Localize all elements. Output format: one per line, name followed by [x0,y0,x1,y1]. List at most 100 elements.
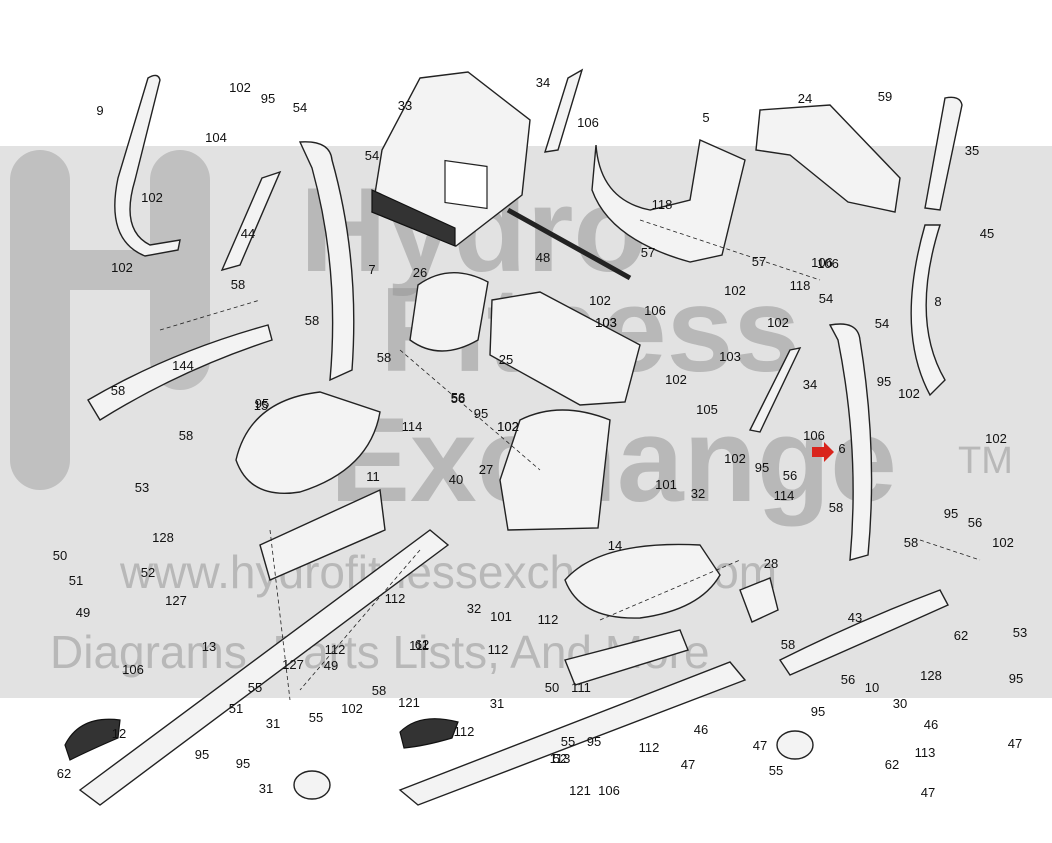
callout-label-101: 101 [490,609,512,624]
callout-label-56: 56 [968,515,982,530]
assembly-guide-lines [159,219,981,701]
callout-label-54: 54 [293,100,307,115]
callout-label-95: 95 [944,506,958,521]
callout-label-27: 27 [479,462,493,477]
callout-label-8: 8 [934,294,941,309]
cover-28-part [739,577,779,623]
callout-label-95: 95 [1009,671,1023,686]
callout-label-104: 104 [205,130,227,145]
callout-label-47: 47 [753,738,767,753]
callout-label-11: 11 [366,469,380,484]
callout-label-33: 33 [398,98,412,113]
callout-label-128: 128 [152,530,174,545]
callout-label-53: 53 [1013,625,1027,640]
callout-label-102: 102 [985,431,1007,446]
callout-label-112: 112 [639,740,660,755]
callout-label-127: 127 [165,593,187,608]
callout-label-95: 95 [255,396,269,411]
callout-label-118: 118 [652,197,673,212]
callout-label-103: 103 [719,349,741,364]
callout-label-28: 28 [764,556,778,571]
callout-label-114: 114 [402,419,423,434]
callout-label-57: 57 [641,245,655,260]
callout-label-102: 102 [229,80,251,95]
callout-label-112: 112 [488,642,509,657]
callout-label-43: 43 [848,610,862,625]
callout-label-55: 55 [309,710,323,725]
callout-label-95: 95 [587,734,601,749]
callout-label-106: 106 [803,428,825,443]
callout-label-56: 56 [783,468,797,483]
callout-label-95: 95 [261,91,275,106]
rail-12-part [398,661,747,806]
callout-label-95: 95 [195,747,209,762]
callout-label-56: 56 [451,390,465,405]
callout-label-5: 5 [702,110,709,125]
callout-label-58: 58 [111,383,125,398]
callout-label-31: 31 [266,716,280,731]
callout-label-95: 95 [811,704,825,719]
callout-label-102: 102 [724,451,746,466]
callout-label-54: 54 [819,291,833,306]
pedal-14-part [564,543,721,619]
callout-label-55: 55 [561,734,575,749]
callout-label-34: 34 [803,377,817,392]
watermark-trademark: TM [958,440,1013,482]
cover-34-top-part [543,68,584,153]
callout-label-127: 127 [282,657,304,672]
handlebar-left-part [114,74,181,257]
callout-label-62: 62 [57,766,71,781]
callout-label-46: 46 [694,722,708,737]
link-arm-43-part [778,589,949,676]
callout-label-58: 58 [372,683,386,698]
callout-label-111: 111 [409,638,429,653]
cover-25-part [489,291,641,406]
callout-label-62: 62 [885,757,899,772]
callout-label-58: 58 [377,350,391,365]
callout-label-47: 47 [1008,736,1022,751]
callout-label-50: 50 [53,548,67,563]
arm-6-part [828,323,873,561]
callout-label-32: 32 [691,486,705,501]
callout-label-34: 34 [536,75,550,90]
callout-label-58: 58 [829,500,843,515]
console-33-part [371,71,531,247]
callout-label-102: 102 [341,701,363,716]
callout-label-56: 56 [451,391,465,406]
callout-label-113: 113 [550,751,571,766]
callout-label-102: 102 [992,535,1014,550]
callout-label-47: 47 [681,757,695,772]
callout-label-121: 121 [569,783,591,798]
callout-label-95: 95 [236,756,250,771]
upright-arm-7-part [298,141,355,382]
callout-label-106: 106 [811,255,833,270]
callout-label-58: 58 [179,428,193,443]
callout-label-6: 6 [838,441,845,456]
callout-label-62: 62 [954,628,968,643]
callout-label-14: 14 [608,538,622,553]
arm-8-part [910,224,946,397]
cap-30-left-part [64,718,121,761]
callout-label-58: 58 [231,277,245,292]
callout-label-58: 58 [904,535,918,550]
cover-26-part [409,272,489,352]
callout-label-56: 56 [841,672,855,687]
callout-label-52: 52 [553,751,567,766]
cap-30-right-part [399,718,459,749]
callout-label-106: 106 [644,303,666,318]
callout-label-24: 24 [798,91,812,106]
watermark-brand-line3: Exchange [330,393,897,527]
callout-label-105: 105 [696,402,718,417]
callout-label-102: 102 [665,372,687,387]
frame-5-part [591,138,746,263]
shroud-24-part [755,104,901,213]
callout-label-52: 52 [141,565,155,580]
callout-label-102: 102 [497,419,519,434]
arm-35-part [924,96,963,211]
callout-label-26: 26 [413,265,427,280]
callout-label-95: 95 [755,460,769,475]
callout-label-54: 54 [875,316,889,331]
callout-label-46: 46 [924,717,938,732]
